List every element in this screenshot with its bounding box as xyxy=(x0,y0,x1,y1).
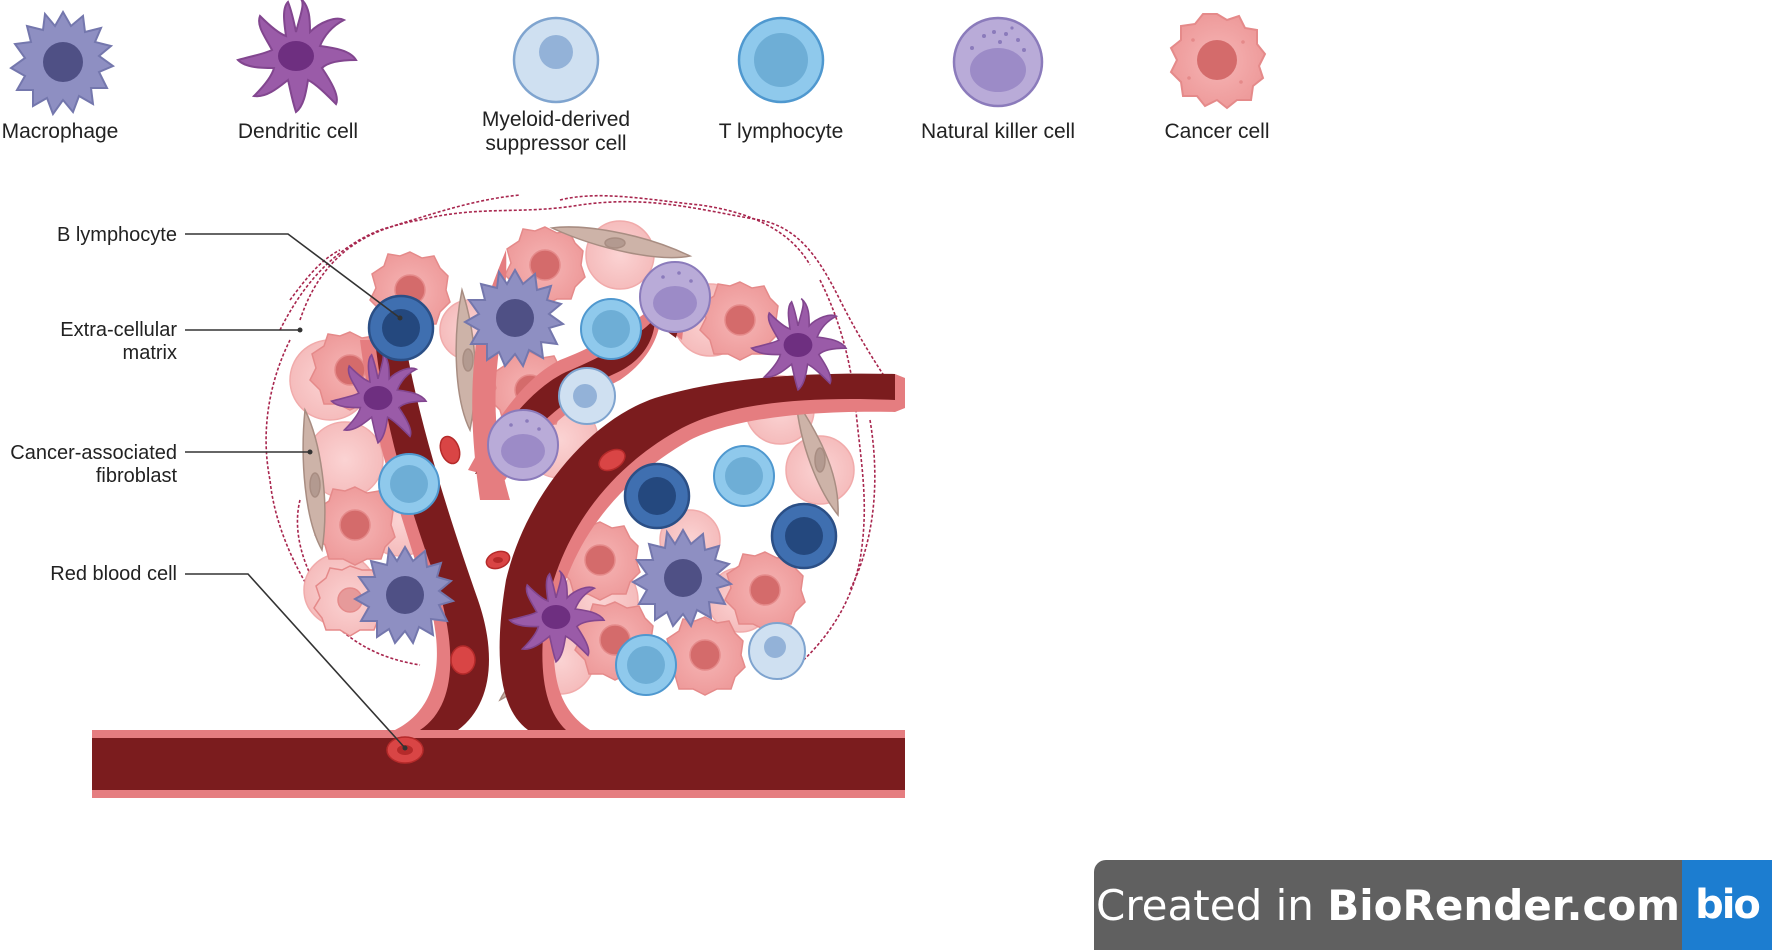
callout-b-lymphocyte: B lymphocyte xyxy=(57,224,403,321)
tumor-t-lymphocytes xyxy=(378,298,775,696)
legend-label-t-lymphocyte: T lymphocyte xyxy=(719,120,844,143)
legend-label-dendritic-cell: Dendritic cell xyxy=(238,120,358,143)
badge-brand: BioRender.com xyxy=(1327,880,1680,930)
callout-leader-red-blood-cell xyxy=(185,573,406,749)
legend-row: Macrophage Dendritic cell Myeloid-derive… xyxy=(2,0,1270,155)
legend-label-macrophage: Macrophage xyxy=(2,120,119,143)
cancer-cell-icon xyxy=(1169,13,1267,110)
macrophage-icon xyxy=(9,9,116,117)
biorender-logo-icon: bio xyxy=(1682,860,1772,950)
cancer-associated-fibroblasts xyxy=(302,226,839,702)
callout-label-b-lymphocyte: B lymphocyte xyxy=(57,224,177,246)
badge-logo-text: bio xyxy=(1695,882,1761,928)
biorender-badge[interactable]: Created in BioRender.com bio xyxy=(1094,860,1772,950)
callout-label-red-blood-cell: Red blood cell xyxy=(50,563,177,585)
tumor-b-lymphocytes xyxy=(367,294,838,570)
badge-text: Created in BioRender.com xyxy=(1096,881,1680,930)
badge-text-box: Created in BioRender.com xyxy=(1094,860,1682,950)
tumor-dendritic-cells xyxy=(330,297,848,664)
red-blood-cells xyxy=(386,435,626,764)
myeloid-derived-suppressor-cell-icon xyxy=(512,16,600,104)
badge-prefix: Created in xyxy=(1096,880,1328,930)
dendritic-cell-icon xyxy=(236,0,358,114)
tumor-mdsc-cells xyxy=(558,367,806,680)
tumor-macrophages xyxy=(352,267,734,646)
tumor-natural-killer-cells xyxy=(487,261,711,481)
t-lymphocyte-icon xyxy=(737,16,825,104)
tumor-illustration xyxy=(92,194,905,798)
extracellular-matrix-fibers xyxy=(265,194,901,681)
callout-leader-b-lymphocyte xyxy=(185,233,401,319)
legend-label-cancer-cell: Cancer cell xyxy=(1164,120,1269,143)
natural-killer-cell-icon xyxy=(952,16,1044,108)
legend-label-natural-killer-cell: Natural killer cell xyxy=(921,120,1075,143)
callout-red-blood-cell: Red blood cell xyxy=(50,563,408,751)
